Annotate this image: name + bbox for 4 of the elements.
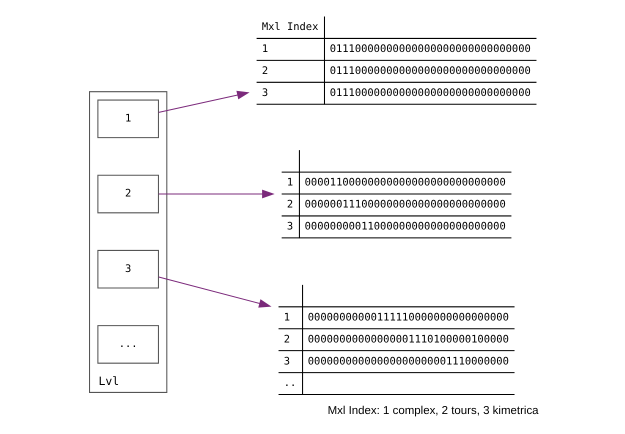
node-text: Mxl Index 1 01110000000000000000000000000000 2 01110000000000000000000000000000 3 01110000000000000000000000000000 xyxy=(261,21,530,99)
node-text: 1 00000000000111110000000000000000 2 00000000000000001110100000100000 3 00000000000000000000001110000000 .. xyxy=(283,311,508,390)
node-text: 1 00001100000000000000000000000000 2 00000011100000000000000000000000 3 00000000011000000000000000000000 xyxy=(286,176,506,233)
caption: Mxl Index: 1 complex, 2 tours, 3 kimetrica xyxy=(327,405,538,418)
